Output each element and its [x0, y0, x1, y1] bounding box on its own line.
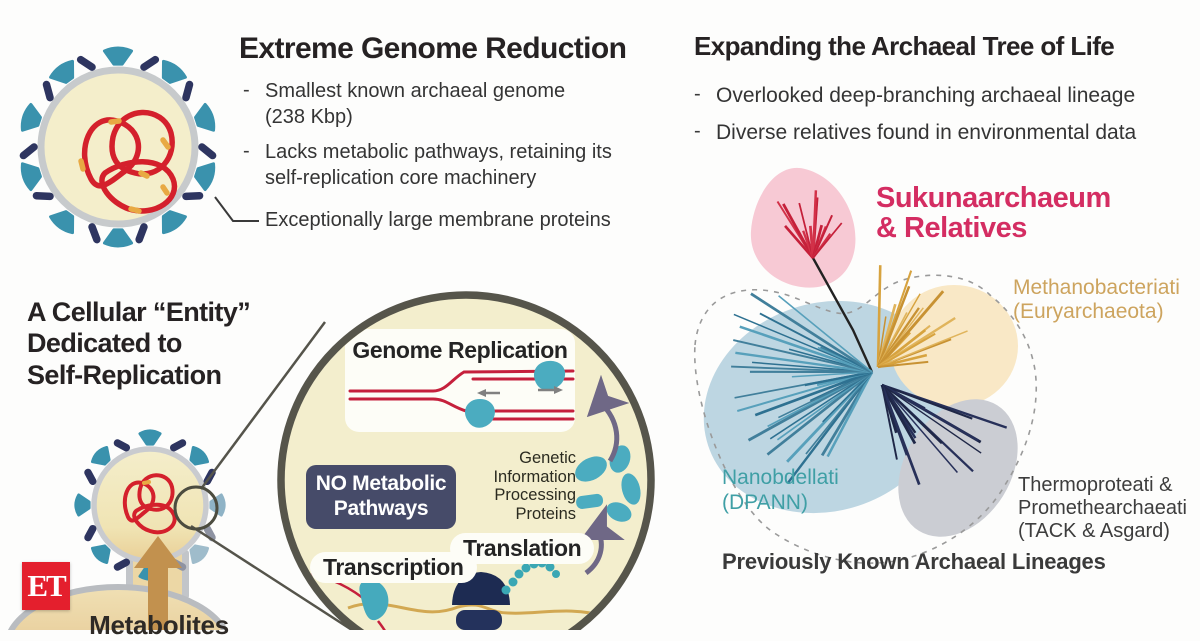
spike-club — [207, 529, 212, 538]
label-methanobacteriati: Methanobacteriati (Euryarchaeota) — [1013, 276, 1180, 323]
label-thermoproteati: Thermoproteati & Promethearchaeati (TACK… — [1018, 474, 1187, 542]
bullet-text: Diverse relatives found in environmental… — [716, 120, 1136, 147]
bullet-item: - Smallest known archaeal genome (238 Kb… — [243, 79, 612, 130]
bullet-dash: - — [243, 140, 265, 163]
spike-club — [139, 227, 144, 240]
spike-trumpet — [22, 164, 40, 190]
spike-club — [174, 443, 183, 448]
heading-cellular-entity: A Cellular “Entity” Dedicated to Self-Re… — [27, 297, 250, 391]
label-genome-replication: Genome Replication — [345, 337, 575, 364]
membrane-protein-callout-label: Exceptionally large membrane proteins — [265, 209, 611, 232]
spike-trumpet — [140, 566, 160, 579]
spike-trumpet — [196, 164, 214, 190]
spike-trumpet — [51, 61, 73, 82]
spike-club — [186, 196, 200, 197]
tree-of-life-bullets: - Overlooked deep-branching archaeal lin… — [694, 83, 1136, 147]
label-sukunaarchaeum: Sukunaarchaeum & Relatives — [876, 183, 1111, 244]
spike-club — [46, 84, 50, 97]
bullet-dash: - — [694, 120, 716, 143]
bullet-dash: - — [243, 79, 265, 102]
et-logo: ET — [22, 562, 70, 610]
bullet-item: - Diverse relatives found in environment… — [694, 120, 1136, 147]
spike-club — [186, 84, 190, 97]
spike-club — [23, 147, 34, 156]
spike-club — [207, 473, 212, 482]
spike-trumpet — [22, 104, 40, 130]
spike-club — [144, 60, 155, 67]
bullet-text: Smallest known archaeal genome (238 Kbp) — [265, 79, 565, 130]
spike-club — [88, 473, 93, 482]
bullet-text: Lacks metabolic pathways, retaining its … — [265, 140, 612, 191]
spike-club — [118, 443, 127, 448]
spike-trumpet — [104, 230, 131, 246]
bullet-dash: - — [694, 83, 716, 106]
bullet-item: - Overlooked deep-branching archaeal lin… — [694, 83, 1136, 110]
spike-trumpet — [191, 546, 208, 563]
label-genetic-info-proteins: Genetic Information Processing Proteins — [466, 449, 576, 524]
no-metabolic-pathways-box: NO Metabolic Pathways — [306, 465, 456, 529]
label-nanobdellati: Nanobdellati (DPANN) — [722, 466, 839, 516]
spike-trumpet — [140, 431, 160, 444]
spike-trumpet — [92, 546, 109, 563]
spike-club — [202, 147, 213, 156]
spike-trumpet — [92, 447, 109, 464]
spike-trumpet — [191, 447, 208, 464]
genome-reduction-bullets: - Smallest known archaeal genome (238 Kb… — [243, 79, 612, 191]
spike-trumpet — [163, 212, 185, 233]
spike-trumpet — [51, 212, 73, 233]
bullet-text: Overlooked deep-branching archaeal linea… — [716, 83, 1135, 110]
spike-trumpet — [163, 61, 185, 82]
spike-club — [92, 227, 97, 240]
bullet-item: - Lacks metabolic pathways, retaining it… — [243, 140, 612, 191]
tree-caption: Previously Known Archaeal Lineages — [722, 549, 1106, 575]
sukuna-blob — [751, 168, 856, 288]
heading-genome-reduction: Extreme Genome Reduction — [239, 33, 626, 64]
spike-trumpet — [211, 495, 224, 515]
heading-tree-of-life: Expanding the Archaeal Tree of Life — [694, 33, 1114, 60]
label-metabolites: Metabolites — [74, 610, 244, 641]
sukunaarchaeum-cell-illustration — [12, 40, 224, 254]
spike-club — [174, 562, 183, 567]
spike-club — [81, 60, 92, 67]
spike-trumpet — [104, 48, 131, 64]
genome-orange-segment — [144, 482, 149, 483]
spike-club — [88, 529, 93, 538]
label-transcription: Transcription — [310, 552, 477, 583]
spike-club — [36, 196, 50, 197]
spike-club — [118, 562, 127, 567]
small-cell-illustration — [70, 425, 230, 590]
spike-trumpet — [196, 104, 214, 130]
spike-trumpet — [76, 495, 89, 515]
